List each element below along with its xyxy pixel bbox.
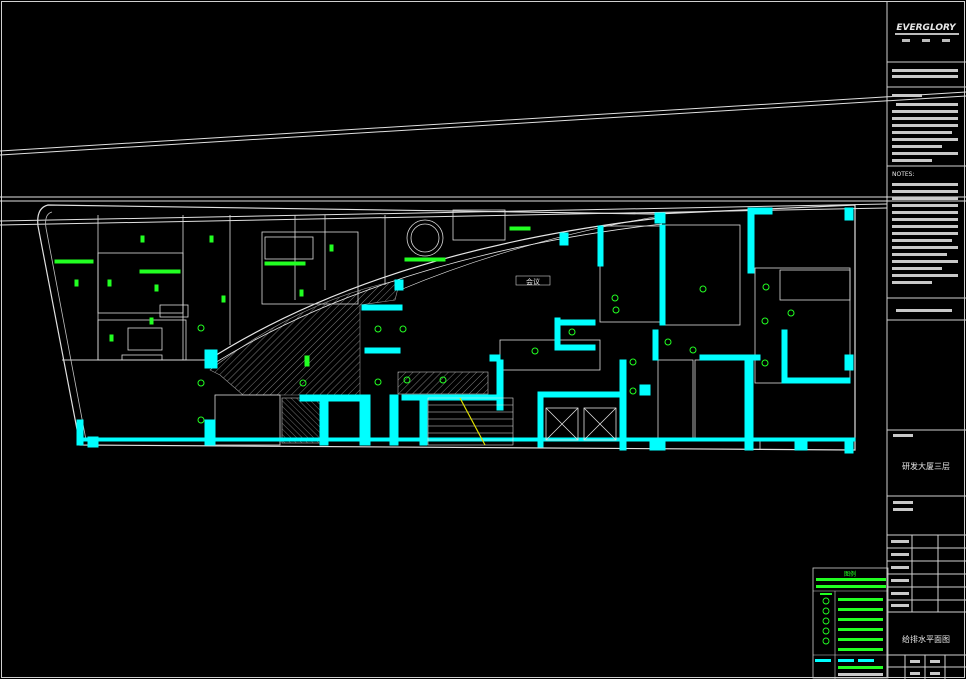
drawing-title: 给排水平面图 (902, 634, 950, 644)
title-block: EVERGLORY NOTES: (887, 23, 966, 679)
room-label-text: 会议 (526, 277, 540, 286)
elevator-shafts (545, 407, 617, 441)
curved-wall (204, 215, 663, 367)
fixtures (54, 226, 795, 424)
structural-walls (76, 207, 856, 454)
legend-table: 图例 (812, 567, 889, 679)
building-outline (37, 204, 856, 451)
interior-walls (97, 209, 851, 450)
hatched-corridor (209, 279, 489, 444)
project-name: 研发大厦三层 (902, 461, 950, 471)
company-logo: EVERGLORY (896, 23, 957, 33)
staircase (427, 397, 514, 446)
road-lines (0, 91, 966, 226)
room-label-meeting: 会议 (515, 275, 551, 286)
notes-header: NOTES: (892, 171, 915, 178)
legend-header: 图例 (844, 570, 856, 578)
